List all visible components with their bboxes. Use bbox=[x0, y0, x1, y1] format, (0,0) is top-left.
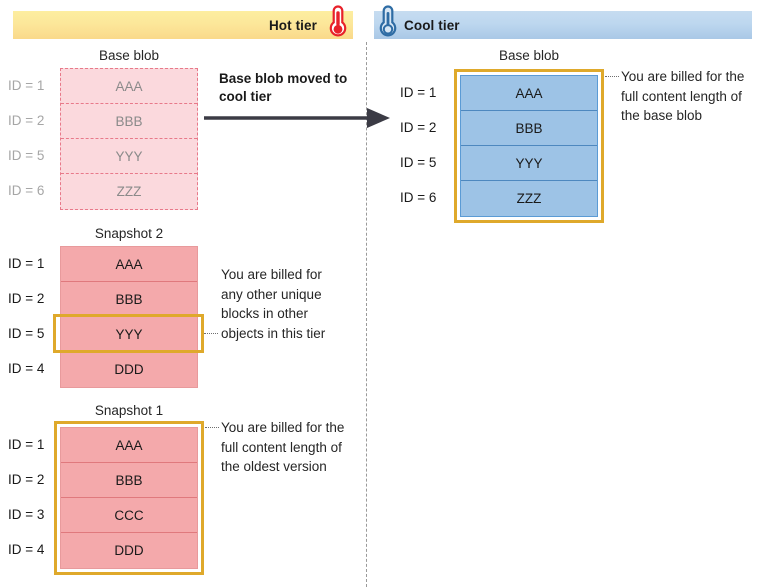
thermometer-hot-icon bbox=[327, 4, 349, 43]
cool-base-blob-annotation: You are billed for the full content leng… bbox=[621, 69, 745, 123]
snapshot-1-row: AAA bbox=[61, 428, 197, 463]
cool-tier-label: Cool tier bbox=[404, 17, 460, 33]
cool-base-blob-id-3: ID = 5 bbox=[400, 155, 437, 170]
tier-divider bbox=[366, 42, 367, 587]
hot-base-blob-id-3: ID = 5 bbox=[8, 148, 45, 163]
cool-base-blob-row: BBB bbox=[461, 111, 597, 146]
cool-base-blob-id-2: ID = 2 bbox=[400, 120, 437, 135]
snapshot-2-id-4: ID = 4 bbox=[8, 361, 45, 376]
hot-base-blob-id-1: ID = 1 bbox=[8, 78, 45, 93]
snapshot-1-row: CCC bbox=[61, 498, 197, 533]
snapshot-2-leader-line bbox=[204, 333, 218, 334]
cool-base-blob-row: YYY bbox=[461, 146, 597, 181]
cool-base-blob-row: AAA bbox=[461, 76, 597, 111]
snapshot-2-row: AAA bbox=[61, 247, 197, 282]
cool-base-blob-title: Base blob bbox=[498, 48, 560, 63]
snapshot-2-id-1: ID = 1 bbox=[8, 256, 45, 271]
snapshot-1-row: DDD bbox=[114, 543, 144, 558]
snapshot-1-id-1: ID = 1 bbox=[8, 437, 45, 452]
move-caption: Base blob moved to cool tier bbox=[219, 71, 348, 104]
cool-base-blob-id-4: ID = 6 bbox=[400, 190, 437, 205]
right-arrow-icon bbox=[204, 106, 394, 135]
cool-base-blob: AAA BBB YYY ZZZ bbox=[460, 75, 598, 217]
hot-base-blob-row: AAA bbox=[61, 69, 197, 104]
cool-base-blob-leader-line bbox=[605, 76, 619, 77]
hot-tier-label: Hot tier bbox=[268, 17, 317, 33]
snapshot-1-blob: AAA BBB CCC DDD bbox=[60, 427, 198, 569]
hot-base-blob-id-4: ID = 6 bbox=[8, 183, 45, 198]
snapshot-2-id-3: ID = 5 bbox=[8, 326, 45, 341]
cool-base-blob-id-1: ID = 1 bbox=[400, 85, 437, 100]
hot-base-blob-title: Base blob bbox=[98, 48, 160, 63]
snapshot-1-id-3: ID = 3 bbox=[8, 507, 45, 522]
snapshot-2-annotation: You are billed for any other unique bloc… bbox=[221, 267, 326, 341]
snapshot-2-title: Snapshot 2 bbox=[94, 226, 164, 241]
snapshot-1-leader-line bbox=[205, 427, 219, 428]
hot-base-blob-row: ZZZ bbox=[116, 184, 142, 199]
snapshot-1-annotation: You are billed for the full content leng… bbox=[221, 420, 345, 474]
snapshot-2-row: BBB bbox=[61, 282, 197, 317]
hot-base-blob-row: BBB bbox=[61, 104, 197, 139]
hot-base-blob-row: YYY bbox=[61, 139, 197, 174]
hot-base-blob-id-2: ID = 2 bbox=[8, 113, 45, 128]
snapshot-2-row: DDD bbox=[114, 362, 144, 377]
snapshot-1-row: BBB bbox=[61, 463, 197, 498]
snapshot-1-id-4: ID = 4 bbox=[8, 542, 45, 557]
snapshot-2-highlight-box bbox=[53, 314, 204, 353]
cool-tier-header: Cool tier bbox=[374, 11, 752, 39]
snapshot-2-id-2: ID = 2 bbox=[8, 291, 45, 306]
hot-tier-header: Hot tier bbox=[13, 11, 353, 39]
hot-base-blob: AAA BBB YYY ZZZ bbox=[60, 68, 198, 210]
snapshot-1-id-2: ID = 2 bbox=[8, 472, 45, 487]
cool-base-blob-row: ZZZ bbox=[516, 191, 542, 206]
thermometer-cool-icon bbox=[377, 4, 399, 43]
snapshot-1-title: Snapshot 1 bbox=[94, 403, 164, 418]
